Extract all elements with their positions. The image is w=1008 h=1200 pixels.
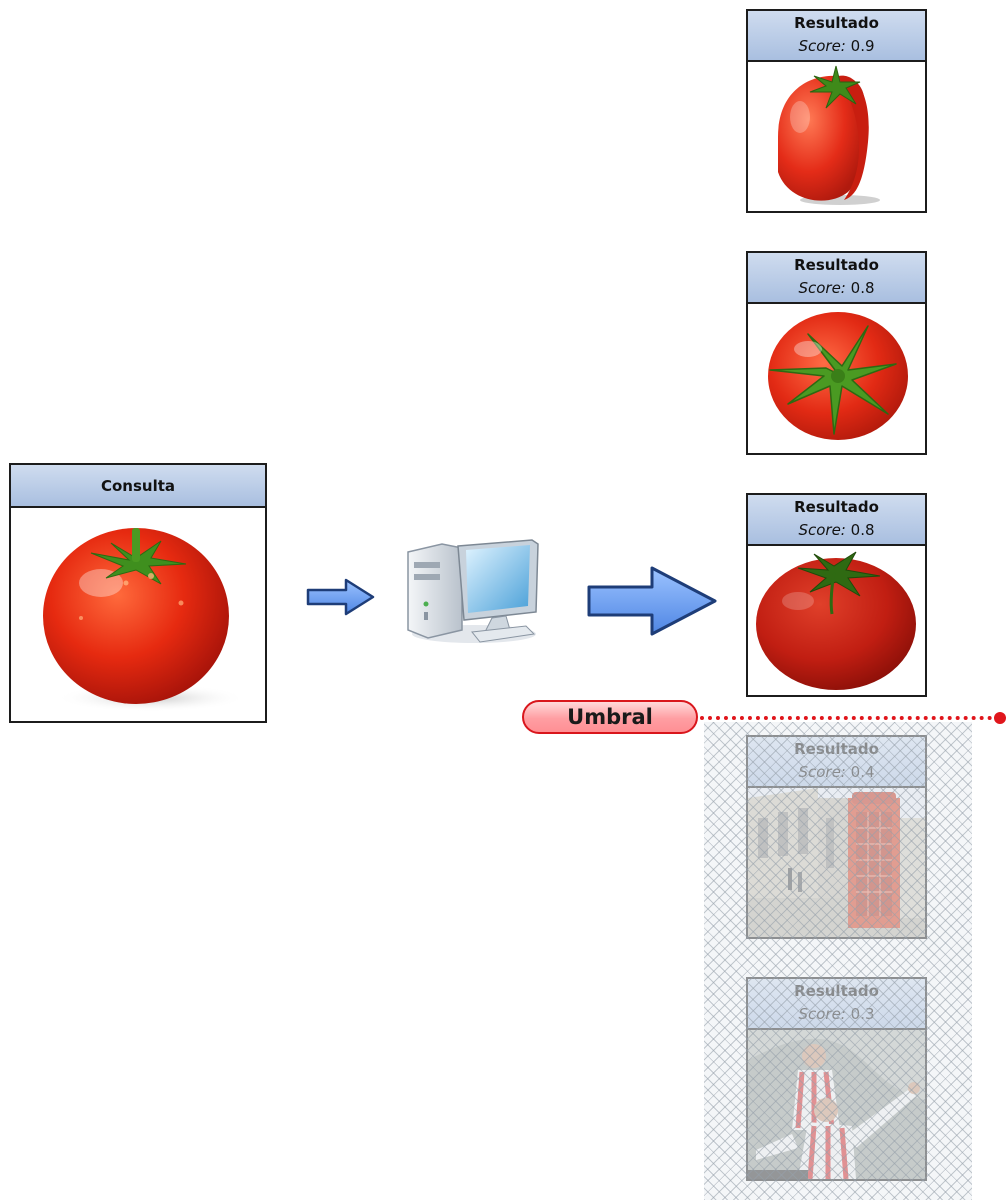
query-card-header: Consulta (11, 465, 265, 508)
tomato-icon (43, 528, 246, 712)
score-label: Score: (798, 1005, 846, 1023)
score-label: Score: (798, 279, 846, 297)
score-value: 0.8 (850, 279, 875, 297)
result-card: Resultado Score: 0.8 (746, 251, 927, 455)
result-title: Resultado (794, 256, 879, 274)
score-value: 0.8 (850, 521, 875, 539)
phone-booth-photo (748, 788, 925, 937)
result-card: Resultado Score: 0.3 (746, 977, 927, 1181)
result-score: Score: 0.3 (748, 1003, 925, 1026)
result-card: Resultado Score: 0.4 (746, 735, 927, 939)
score-value: 0.9 (850, 37, 875, 55)
result-card: Resultado Score: 0.8 (746, 493, 927, 697)
threshold-line-endpoint (994, 712, 1006, 724)
tomato-icon (756, 551, 916, 690)
result-title: Resultado (794, 740, 879, 758)
query-image (11, 508, 265, 721)
result-card-header: Resultado Score: 0.3 (748, 979, 925, 1030)
result-title: Resultado (794, 14, 879, 32)
tomato-icon (778, 65, 880, 205)
tomato-top-icon (768, 312, 908, 440)
query-card: Consulta (9, 463, 267, 723)
result-card-header: Resultado Score: 0.8 (748, 495, 925, 546)
result-title: Resultado (794, 982, 879, 1000)
score-value: 0.4 (850, 763, 875, 781)
result-score: Score: 0.4 (748, 761, 925, 784)
threshold-label: Umbral (522, 700, 698, 734)
score-label: Score: (798, 763, 846, 781)
result-card: Resultado Score: 0.9 (746, 9, 927, 213)
small-arrow-icon (306, 578, 375, 616)
score-label: Score: (798, 37, 846, 55)
result-card-header: Resultado Score: 0.8 (748, 253, 925, 304)
score-label: Score: (798, 521, 846, 539)
result-score: Score: 0.9 (748, 35, 925, 58)
result-image (748, 304, 925, 453)
result-image (748, 62, 925, 211)
result-card-header: Resultado Score: 0.4 (748, 737, 925, 788)
result-image (748, 1030, 925, 1179)
query-title: Consulta (100, 477, 176, 495)
computer-icon (407, 539, 539, 643)
result-image (748, 788, 925, 937)
large-arrow-icon (587, 566, 717, 636)
result-score: Score: 0.8 (748, 277, 925, 300)
result-title: Resultado (794, 498, 879, 516)
score-value: 0.3 (850, 1005, 875, 1023)
threshold-line (700, 716, 1000, 720)
football-players-photo (748, 1030, 925, 1179)
result-image (748, 546, 925, 695)
result-card-header: Resultado Score: 0.9 (748, 11, 925, 62)
result-score: Score: 0.8 (748, 519, 925, 542)
